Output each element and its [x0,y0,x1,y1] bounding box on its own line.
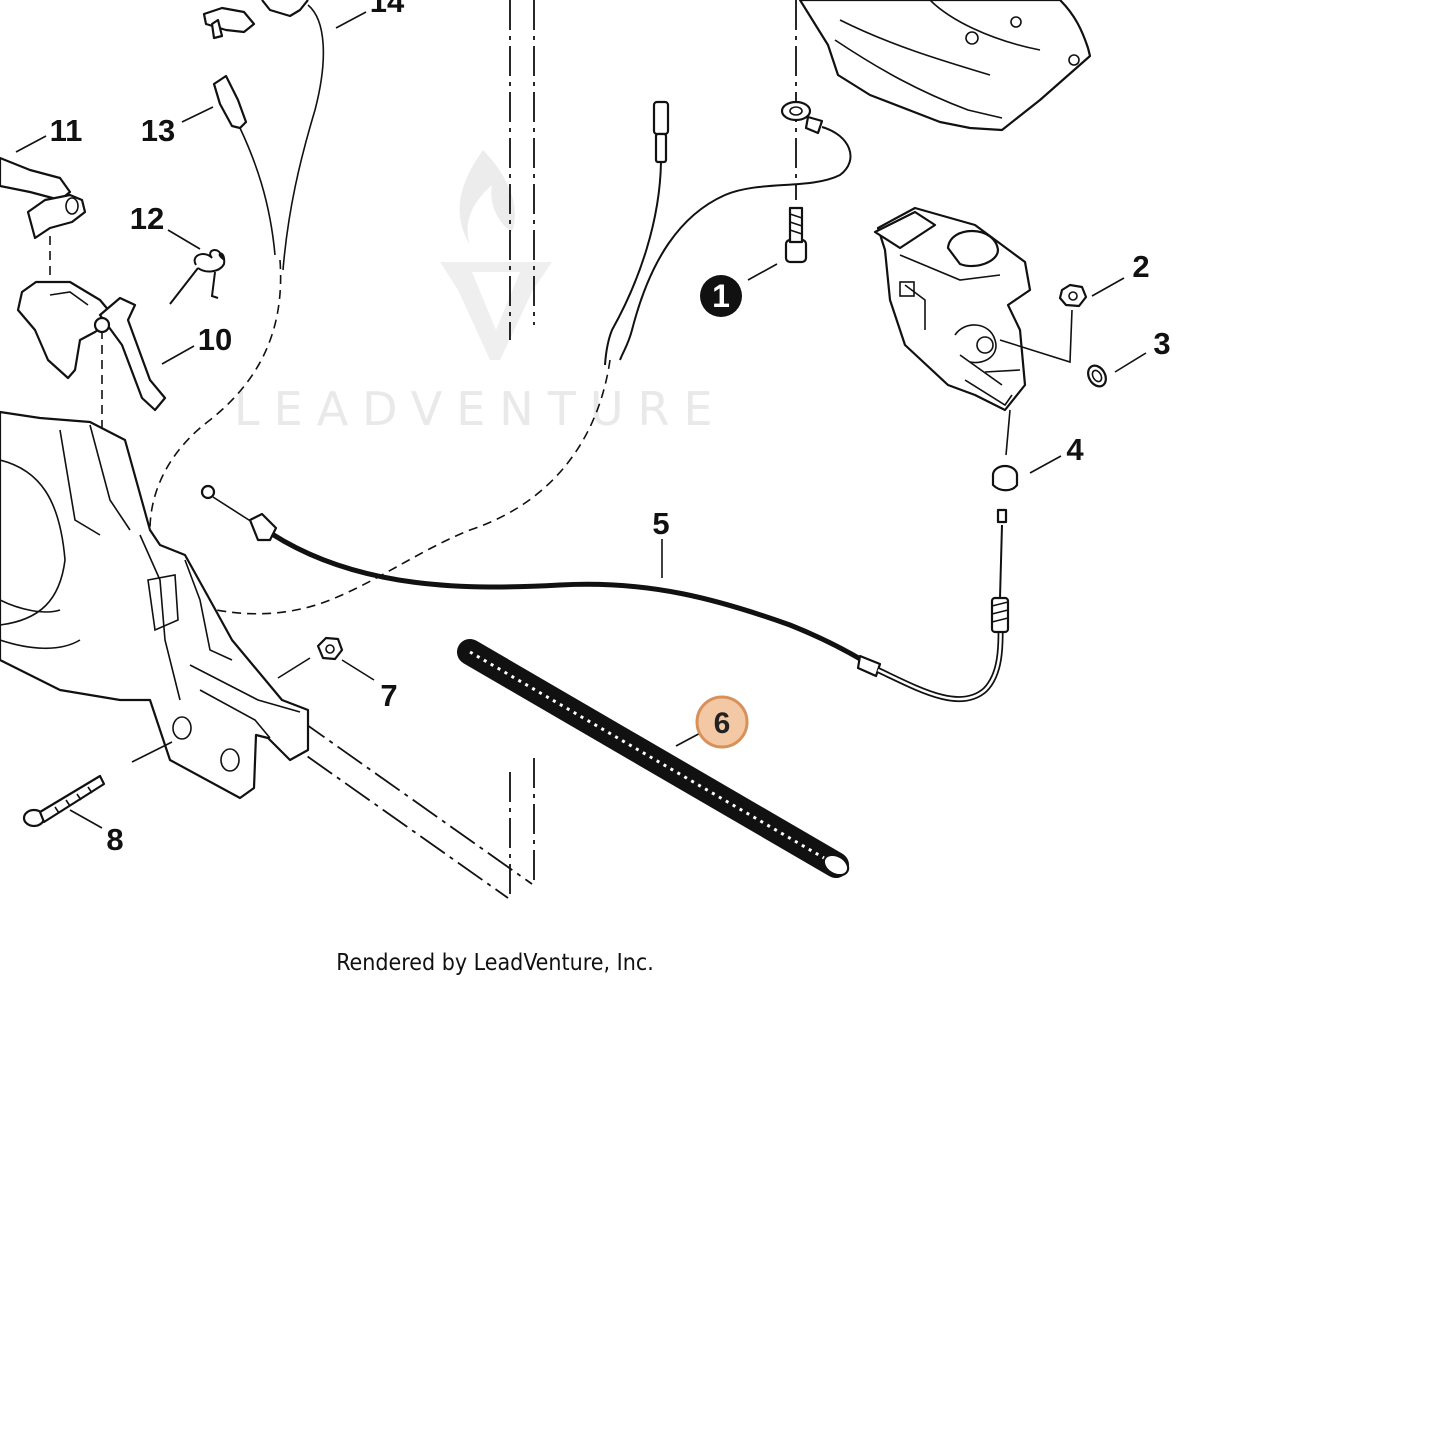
watermark-text: LEADVENTURE [234,382,727,436]
carb-bushing-4 [991,464,1019,492]
ignition-wire [604,100,670,366]
callout-10[interactable]: 10 [198,322,232,357]
callout-12[interactable]: 12 [130,201,164,236]
leadventure-flame-logo [440,150,552,360]
handle-housing [0,410,310,800]
switch-wire-14 [202,0,325,271]
spring-12 [169,249,226,305]
throttle-trigger-10 [16,280,167,412]
callouts: 1 2 3 4 5 6 7 8 10 11 12 [50,0,1171,857]
callout-1[interactable]: 1 [700,275,742,317]
callout-14[interactable]: 14 [370,0,405,19]
bolt-1 [784,206,808,264]
callout-13-label: 13 [141,113,175,148]
render-credit: Rendered by LeadVenture, Inc. [336,950,654,976]
lockout-lever-11 [0,156,87,240]
nut-7 [316,636,344,661]
callout-10-label: 10 [198,322,232,357]
callout-13[interactable]: 13 [141,113,175,148]
callout-12-label: 12 [130,201,164,236]
callout-5-label: 5 [652,506,669,541]
callout-8-label: 8 [106,822,123,857]
callout-14-label: 14 [370,0,405,19]
engine-housing [798,0,1092,132]
callout-7-label: 7 [380,678,397,713]
callout-3[interactable]: 3 [1153,326,1170,361]
corrugated-tube [457,639,850,878]
callout-1-label: 1 [712,278,730,314]
watermark: LEADVENTURE [234,150,727,436]
callout-4-label: 4 [1066,432,1084,467]
callout-11[interactable]: 11 [50,113,83,148]
ground-wire [619,100,852,361]
callout-7[interactable]: 7 [380,678,397,713]
callout-4[interactable]: 4 [1066,432,1084,467]
screw-8 [22,774,106,828]
callout-6-label: 6 [714,707,731,740]
throttle-cable [200,484,1010,703]
callout-8[interactable]: 8 [106,822,123,857]
callout-2-label: 2 [1132,249,1149,284]
callout-3-label: 3 [1153,326,1170,361]
carb-nut-2 [1058,283,1088,308]
callout-5[interactable]: 5 [652,506,669,541]
carburetor [873,206,1032,412]
switch-13 [212,74,276,256]
callout-6[interactable]: 6 [695,695,749,749]
carb-ring-3 [1087,364,1107,388]
callout-11-label: 11 [50,113,83,148]
guide-lines [269,0,797,899]
callout-2[interactable]: 2 [1132,249,1149,284]
leader-lines [15,11,1147,829]
